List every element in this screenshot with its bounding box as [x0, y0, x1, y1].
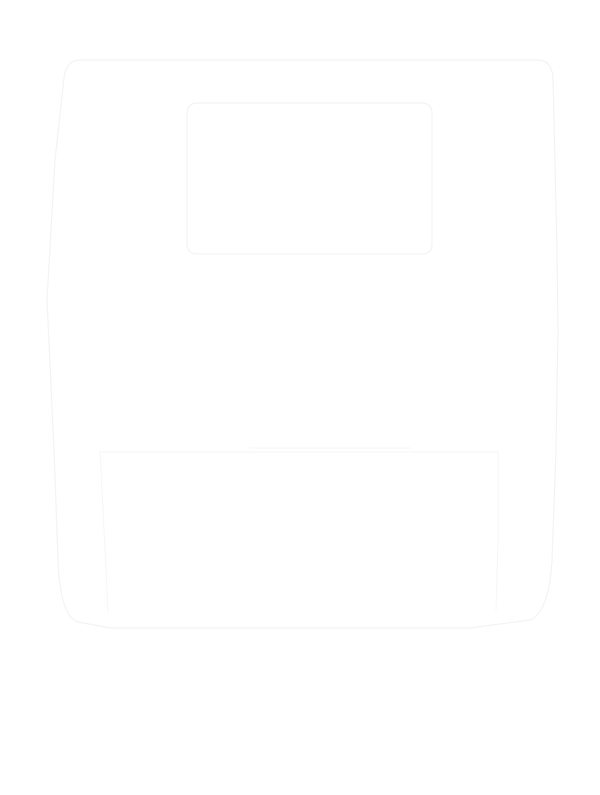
shutter-window [186, 102, 433, 255]
disk-outline [46, 59, 559, 629]
label-area [99, 451, 499, 611]
label-area-left [99, 451, 109, 613]
